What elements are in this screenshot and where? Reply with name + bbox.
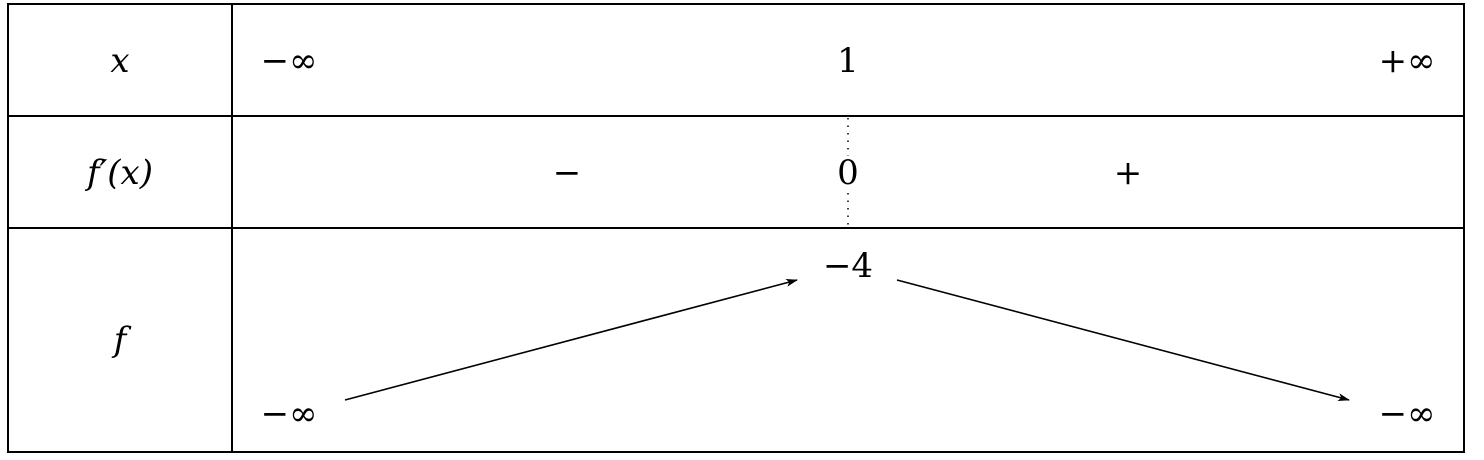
function-value-maximum: −4 — [822, 246, 874, 286]
derivative-sign-positive: + — [1113, 153, 1143, 193]
row-label-function: f — [113, 320, 127, 360]
function-value-right: −∞ — [1378, 394, 1436, 434]
derivative-zero: 0 — [835, 153, 861, 193]
row-label-derivative: f′(x) — [86, 153, 154, 193]
x-value-minus-infinity: −∞ — [260, 41, 318, 81]
decreasing-arrow — [896, 279, 1350, 402]
row-label-x: x — [110, 41, 130, 81]
derivative-sign-negative: − — [552, 153, 582, 193]
increasing-arrow — [344, 278, 798, 401]
x-value-critical-point: 1 — [837, 41, 859, 81]
function-value-left: −∞ — [260, 394, 318, 434]
x-value-plus-infinity: +∞ — [1378, 41, 1436, 81]
